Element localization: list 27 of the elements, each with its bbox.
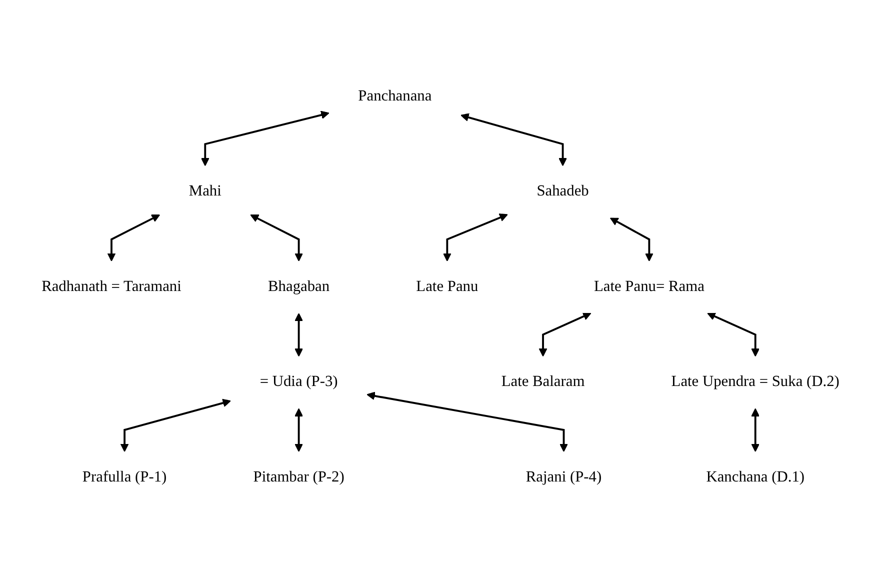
arrow [250, 214, 304, 262]
arrow [751, 408, 760, 452]
node-text: Mahi [188, 183, 222, 200]
node-text: Rajani (P-4) [526, 468, 602, 486]
arrow [460, 113, 568, 166]
node-text: Radhanath = Taramani [42, 278, 182, 295]
arrow [366, 392, 568, 452]
node-text: Late Balaram [501, 374, 585, 390]
arrow [294, 408, 304, 452]
arrow [707, 312, 760, 357]
node-text: Late Upendra = Suka (D.2) [671, 374, 840, 390]
node-text: Pitambar (P-2) [253, 468, 344, 486]
arrow [200, 110, 330, 166]
node-text: Late Panu= Rama [594, 278, 704, 295]
arrow [442, 214, 508, 262]
arrow [294, 312, 304, 357]
node-text: = Udia (P-3) [260, 374, 338, 390]
arrow [120, 398, 231, 452]
node-text: Panchanana [358, 88, 432, 104]
node-text: Bhagaban [268, 278, 330, 295]
node-text: Prafulla (P-1) [82, 468, 167, 486]
arrow [107, 214, 160, 262]
node-text: Late Panu [416, 278, 478, 295]
arrow [610, 218, 654, 262]
node-text: Kanchana (D.1) [706, 468, 805, 486]
node-text: Sahadeb [536, 183, 589, 200]
arrow [538, 312, 592, 357]
